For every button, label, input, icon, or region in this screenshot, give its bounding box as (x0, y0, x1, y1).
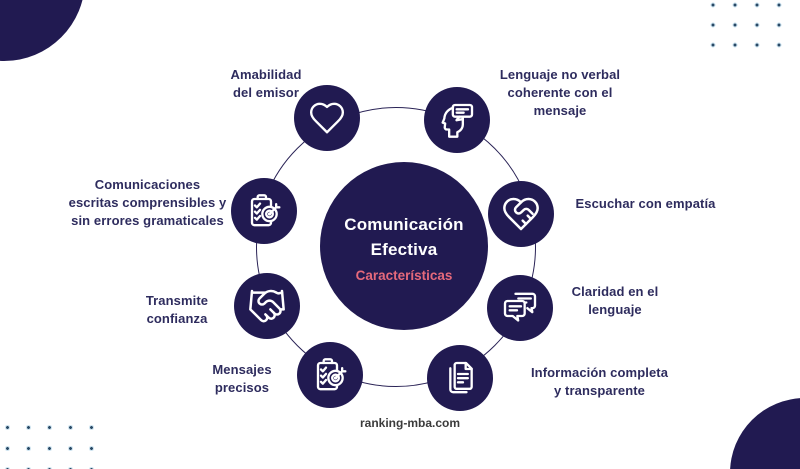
node-lenguaje-no-verbal (424, 87, 490, 153)
documents-icon (449, 361, 473, 394)
label-transmite-confianza: Transmite confianza (145, 293, 209, 327)
clipboard-target-icon (316, 358, 347, 391)
label-mensajes-precisos: Mensajes precisos (212, 362, 272, 396)
center-title-line2: Efectiva (370, 240, 438, 259)
node-comunicaciones-escritas (231, 178, 297, 244)
corner-circle-top-left (0, 0, 85, 61)
heart-handshake-icon (503, 197, 539, 231)
corner-circle-bottom-right (730, 398, 800, 469)
handshake-icon (249, 289, 285, 323)
node-escuchar-empatia (488, 181, 554, 247)
dot-grid-top-right (702, 0, 790, 55)
label-amabilidad: Amabilidad del emisor (230, 67, 302, 101)
center-circle: Comunicación Efectiva Características (320, 162, 488, 330)
label-informacion-completa: Información completa y transparente (530, 365, 669, 399)
clipboard-target-icon (250, 194, 281, 227)
heart-icon (309, 102, 345, 134)
node-transmite-confianza (234, 273, 300, 339)
node-amabilidad (294, 85, 360, 151)
website-credit: ranking-mba.com (359, 416, 461, 430)
label-claridad-lenguaje: Claridad en el lenguaje (571, 284, 659, 318)
label-comunicaciones-escritas: Comunicaciones escritas comprensibles y … (68, 177, 227, 229)
label-escuchar-empatia: Escuchar con empatía (575, 196, 716, 211)
center-title-line1: Comunicación (344, 214, 464, 234)
head-message-icon (441, 103, 474, 138)
connector-ring (256, 107, 536, 387)
label-lenguaje-no-verbal: Lenguaje no verbal coherente con el mens… (499, 67, 621, 119)
dot-grid-bottom-left (0, 417, 103, 469)
chat-bubbles-icon (503, 292, 537, 322)
node-mensajes-precisos (297, 342, 363, 408)
node-claridad-lenguaje (487, 275, 553, 341)
node-informacion-completa (427, 345, 493, 411)
center-subtitle: Características (355, 267, 453, 283)
